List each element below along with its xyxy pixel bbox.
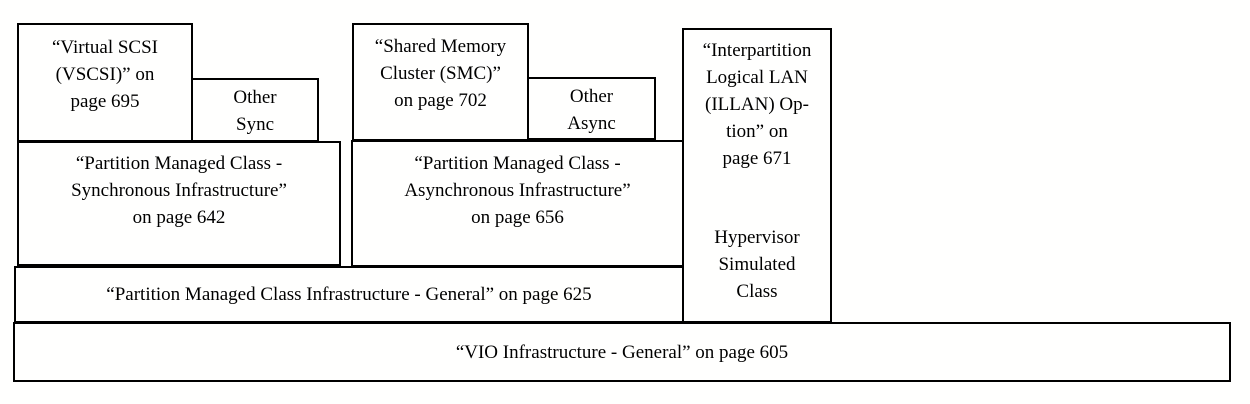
partition-managed-class-async-box: “Partition Managed Class - Asynchronous … [351, 140, 684, 267]
virtual-scsi-ref-line: “Virtual SCSI [52, 37, 158, 58]
other-sync-box: Other Sync [191, 78, 319, 142]
smc-ref-line: “Shared Memory [374, 36, 507, 57]
illan-ref-line: Logical LAN [706, 67, 808, 88]
smc-ref-line: Cluster (SMC)” [380, 63, 501, 84]
illan-ref-line: (ILLAN) Op- [705, 94, 809, 115]
virtual-scsi-page-ref: page 695 [70, 91, 140, 112]
other-sync-label: Sync [236, 114, 274, 135]
other-async-label: Other [569, 86, 614, 107]
pmc-async-page-ref: on page 656 [471, 207, 564, 228]
pmc-async-ref-line: “Partition Managed Class - [414, 153, 621, 174]
vio-infrastructure-general-box: “VIO Infrastructure - General” on page 6… [13, 322, 1231, 382]
hypervisor-line: Simulated [718, 254, 796, 275]
smc-page-ref: on page 702 [394, 90, 487, 111]
other-sync-label: Other [233, 87, 277, 108]
illan-ref-block: “Interpartition Logical LAN (ILLAN) Op- … [684, 37, 830, 172]
illan-ref-line: tion” on [726, 121, 788, 142]
other-async-box: Other Async [527, 77, 656, 140]
virtual-scsi-box: “Virtual SCSI (VSCSI)” on page 695 [17, 23, 193, 142]
illan-option-box: “Interpartition Logical LAN (ILLAN) Op- … [682, 28, 832, 323]
partition-managed-class-sync-box: “Partition Managed Class - Synchronous I… [17, 141, 341, 266]
vio-general-label: “VIO Infrastructure - General” on page 6… [455, 341, 789, 363]
shared-memory-cluster-box: “Shared Memory Cluster (SMC)” on page 70… [352, 23, 529, 141]
illan-ref-line: “Interpartition [702, 40, 812, 61]
hypervisor-line: Class [736, 281, 778, 302]
virtual-scsi-ref-line: (VSCSI)” on [55, 64, 155, 85]
pmc-async-ref-line: Asynchronous Infrastructure” [404, 180, 631, 201]
pmc-sync-ref-line: “Partition Managed Class - [75, 153, 283, 174]
illan-page-ref: page 671 [722, 148, 792, 169]
hypervisor-line: Hypervisor [714, 227, 800, 248]
pmc-sync-ref-line: Synchronous Infrastructure” [71, 180, 287, 201]
hypervisor-simulated-class-label: Hypervisor Simulated Class [684, 224, 830, 305]
partition-managed-class-general-box: “Partition Managed Class Infrastructure … [14, 266, 684, 323]
pmc-sync-page-ref: on page 642 [132, 207, 226, 228]
other-async-label: Async [567, 113, 616, 134]
pmc-general-label: “Partition Managed Class Infrastructure … [106, 284, 592, 305]
